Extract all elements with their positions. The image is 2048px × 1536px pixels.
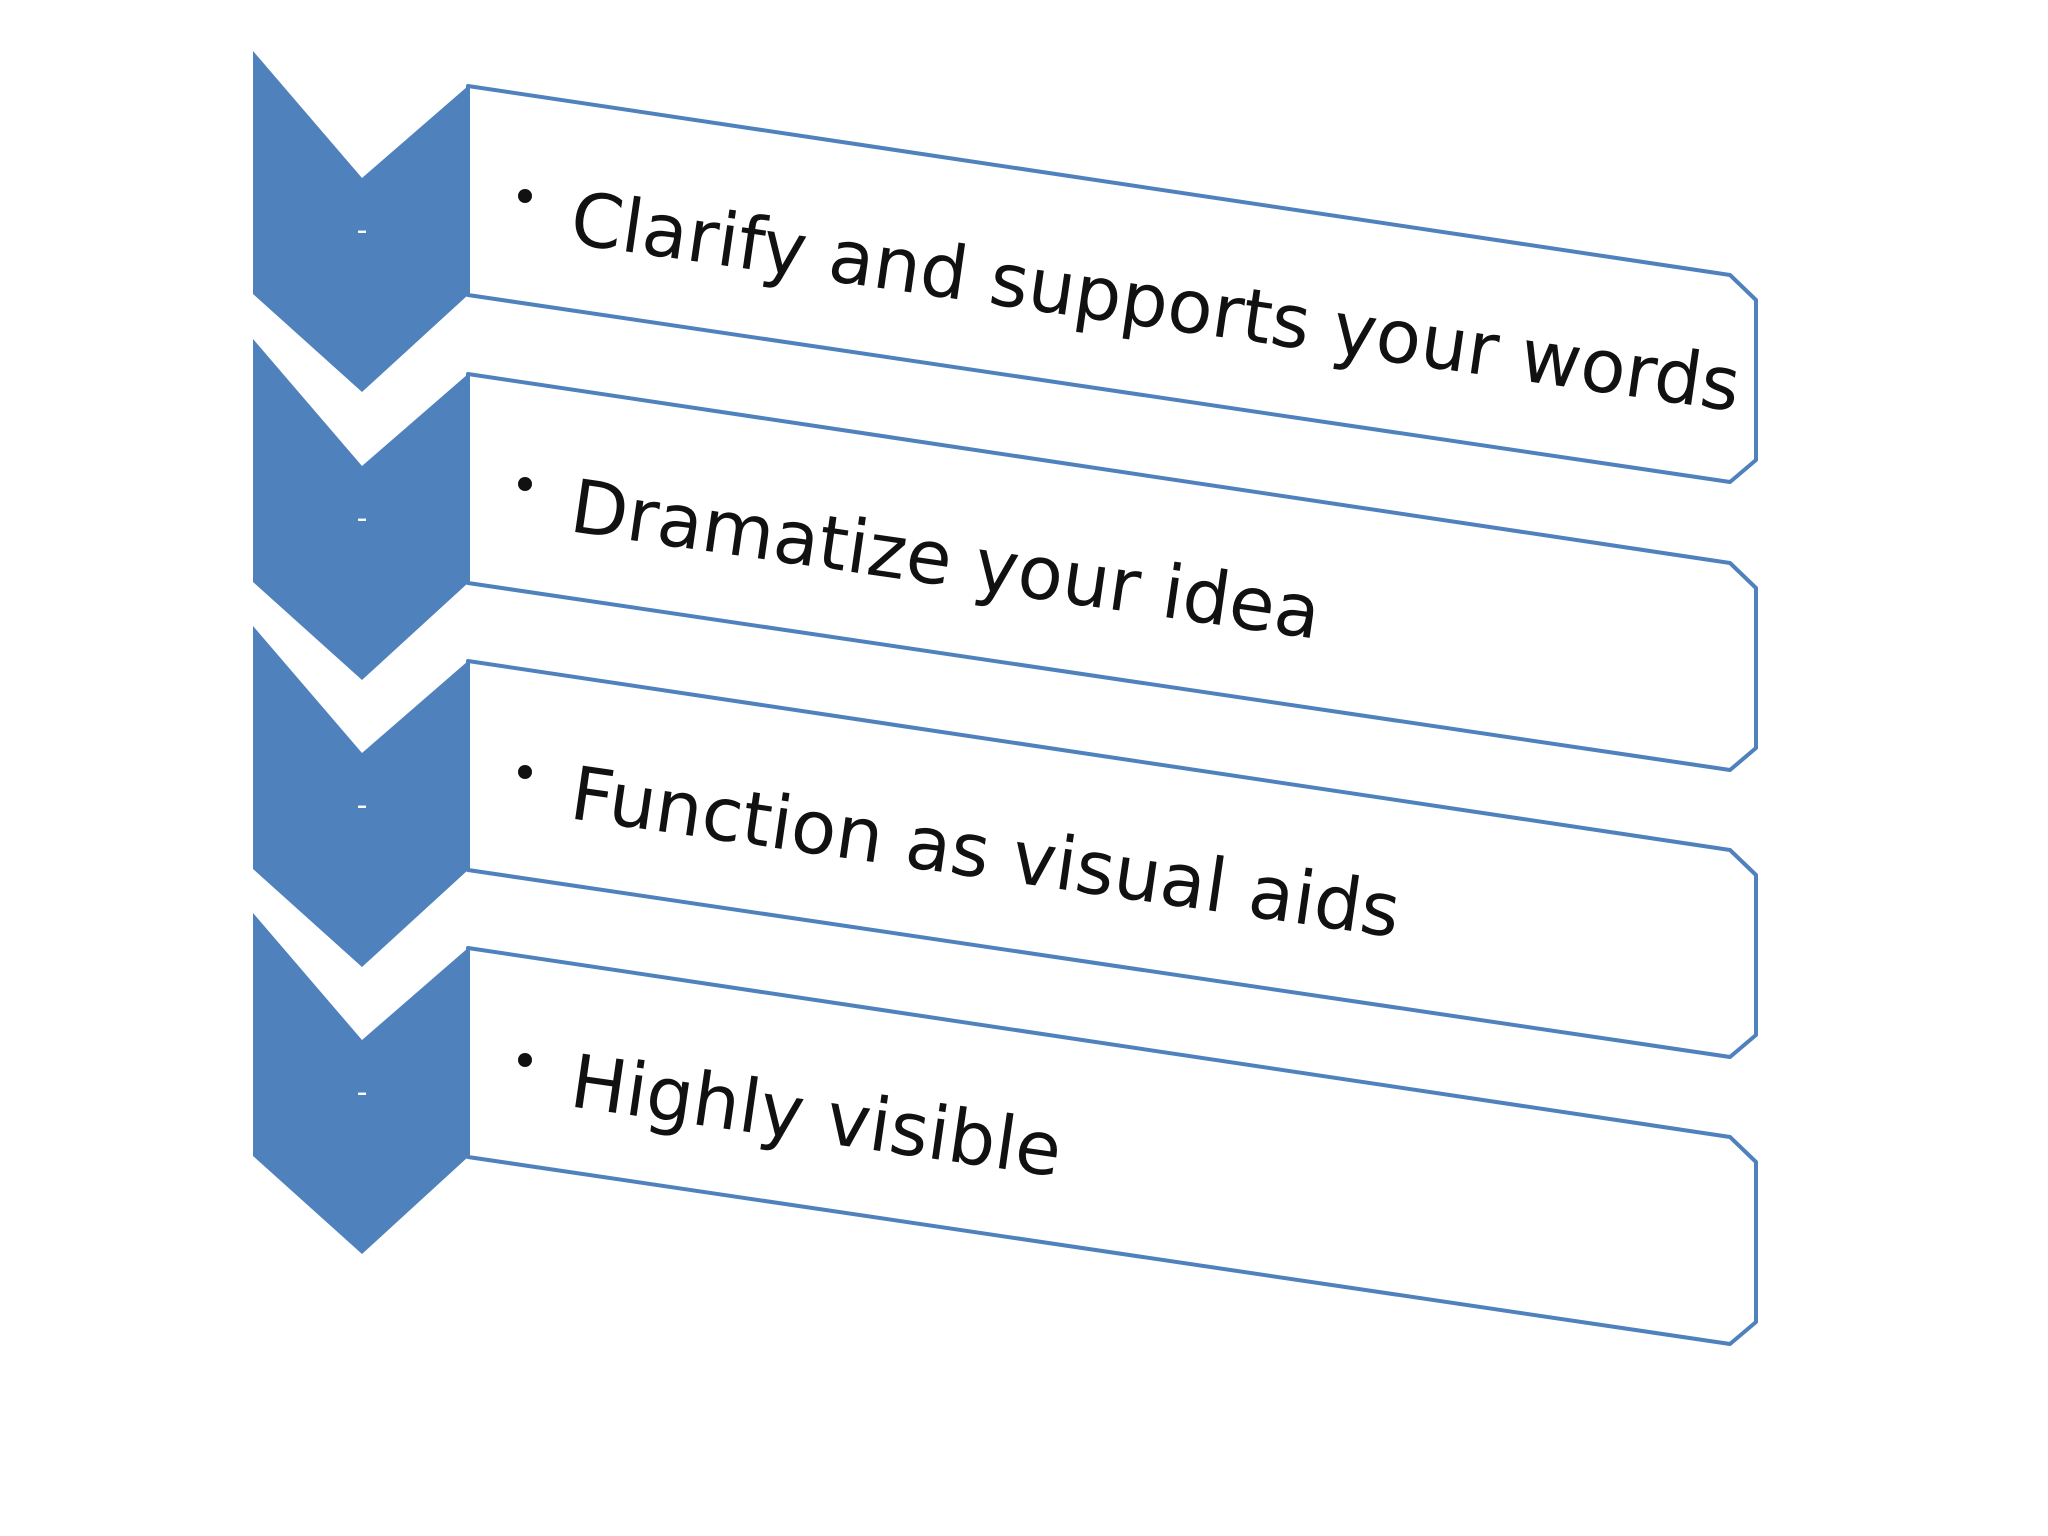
chevron-marker-3: -	[357, 788, 368, 823]
bullet-dot-2	[518, 477, 532, 491]
chevron-arrow-3	[253, 626, 468, 967]
chevron-marker-1: -	[357, 213, 368, 248]
bullet-dot-4	[518, 1053, 532, 1067]
list-row-3: - Function as visual aids	[253, 626, 1758, 1059]
chevron-arrow-2	[253, 339, 468, 680]
chevron-marker-4: -	[357, 1075, 368, 1110]
list-row-2: - Dramatize your idea	[253, 339, 1758, 772]
bullet-dot-3	[518, 765, 532, 779]
chevron-arrow-1	[253, 51, 468, 392]
chevron-arrow-4	[253, 913, 468, 1254]
chevron-marker-2: -	[357, 501, 368, 536]
list-row-4: - Highly visible	[253, 913, 1758, 1346]
bullet-dot-1	[518, 189, 532, 203]
